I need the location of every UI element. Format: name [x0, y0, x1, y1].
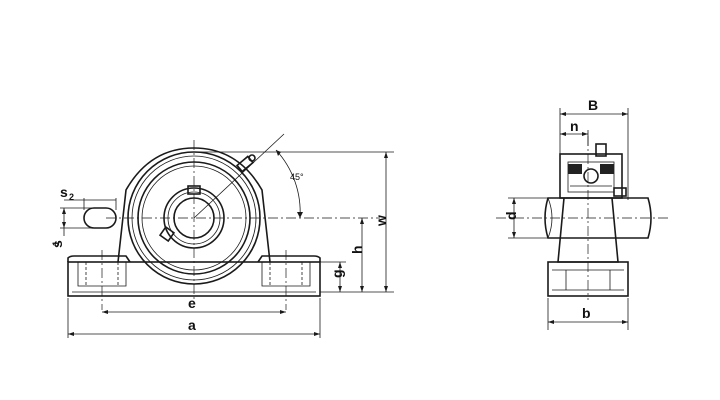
dim-w: [194, 151, 394, 292]
dim-e: [102, 310, 286, 314]
s2-subscript: 2: [69, 192, 74, 202]
dim-b: [547, 298, 629, 330]
dim-d: [508, 197, 548, 239]
n-label: n: [570, 118, 579, 134]
dim-h: [346, 218, 394, 293]
dim-n: [560, 130, 589, 146]
dim-a: [67, 298, 321, 338]
front-view: 45° s 2 s 1 e: [49, 133, 394, 338]
s2-label: s: [60, 184, 68, 200]
B-label: B: [588, 97, 598, 113]
s1-label: s: [49, 240, 65, 248]
e-label: e: [188, 295, 196, 311]
s1-subscript: 1: [51, 241, 61, 246]
w-label: w: [373, 215, 389, 227]
dim-g: [320, 261, 346, 293]
side-bearing-insert: [559, 143, 627, 199]
h-label: h: [349, 245, 365, 254]
side-view: B n d b: [496, 97, 670, 330]
g-label: g: [329, 269, 345, 278]
mounting-slot: [60, 198, 117, 236]
dim-B: [559, 108, 629, 200]
d-label: d: [503, 211, 519, 220]
angle-label: 45°: [290, 172, 304, 182]
a-label: a: [188, 317, 196, 333]
b-label: b: [582, 305, 591, 321]
grease-nipple: [235, 154, 256, 173]
